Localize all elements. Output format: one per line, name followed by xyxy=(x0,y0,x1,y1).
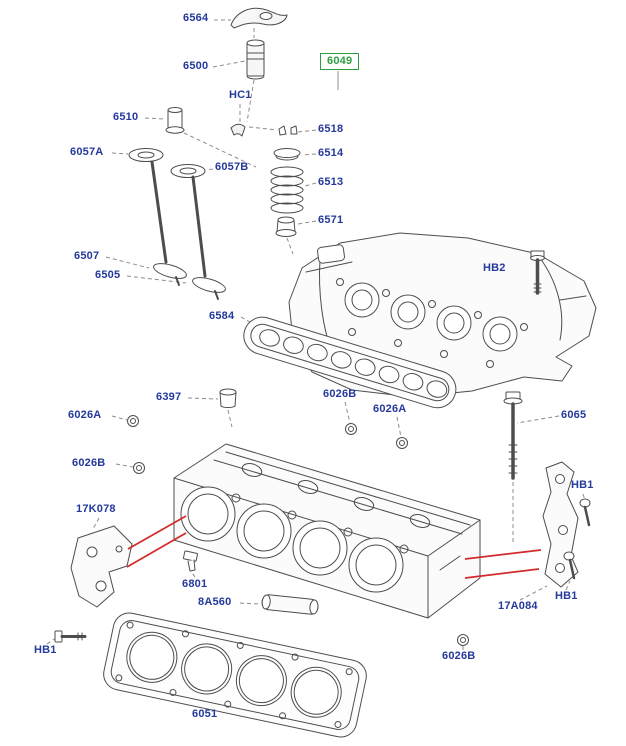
part-label-hb1-bottom-left[interactable]: HB1 xyxy=(34,644,57,656)
small-plug-6026a-center-drawing xyxy=(396,437,408,449)
tube-drawing xyxy=(261,594,319,615)
part-label-6500[interactable]: 6500 xyxy=(183,60,209,72)
part-label-17a084[interactable]: 17A084 xyxy=(498,600,538,612)
part-label-6057a[interactable]: 6057A xyxy=(70,146,104,158)
valve-2-drawing xyxy=(191,175,226,300)
spring-retainer-drawing xyxy=(273,148,301,161)
part-label-hb1-right-bottom[interactable]: HB1 xyxy=(555,590,578,602)
sensor-drawing xyxy=(182,550,198,572)
small-plug-6026b-left-drawing xyxy=(133,462,145,474)
part-label-hb2[interactable]: HB2 xyxy=(483,262,506,274)
part-label-17k078[interactable]: 17K078 xyxy=(76,503,116,515)
part-label-6026b-bottom[interactable]: 6026B xyxy=(442,650,476,662)
cylinder-head-block-drawing xyxy=(173,443,481,619)
part-label-6514[interactable]: 6514 xyxy=(318,147,344,159)
part-label-6397[interactable]: 6397 xyxy=(156,391,182,403)
part-label-6026a-left[interactable]: 6026A xyxy=(68,409,102,421)
bracket-17k078-drawing xyxy=(70,525,133,608)
bolt-hb1-bottom-left-drawing xyxy=(54,630,87,643)
spring-seat-a-drawing xyxy=(128,148,164,162)
valve-keepers-drawing xyxy=(278,125,298,136)
valve-spring-drawing xyxy=(270,166,304,214)
part-label-6518[interactable]: 6518 xyxy=(318,123,344,135)
seal-6510-drawing xyxy=(165,107,185,134)
small-plug-6026a-left-drawing xyxy=(127,415,139,427)
seal-6571-drawing xyxy=(275,216,297,237)
bolt-hb1-right-top-drawing xyxy=(579,498,591,527)
part-label-6507[interactable]: 6507 xyxy=(74,250,100,262)
part-label-6584[interactable]: 6584 xyxy=(209,310,235,322)
head-gasket-drawing xyxy=(103,612,367,738)
clip-drawing xyxy=(230,123,246,137)
small-plug-6026b-top-drawing xyxy=(345,423,357,435)
rocker-arm-drawing xyxy=(230,7,288,29)
spring-seat-b-drawing xyxy=(170,164,206,178)
part-label-6026b-top[interactable]: 6026B xyxy=(323,388,357,400)
part-label-6801[interactable]: 6801 xyxy=(182,578,208,590)
part-label-6026a-center[interactable]: 6026A xyxy=(373,403,407,415)
part-label-6057b[interactable]: 6057B xyxy=(215,161,249,173)
small-plug-6026b-bottom-drawing xyxy=(457,634,469,646)
part-label-hc1[interactable]: HC1 xyxy=(229,89,252,101)
tappet-drawing xyxy=(246,39,265,80)
part-label-6505[interactable]: 6505 xyxy=(95,269,121,281)
head-bolt-drawing xyxy=(503,391,523,480)
part-label-6571[interactable]: 6571 xyxy=(318,214,344,226)
part-label-8a560[interactable]: 8A560 xyxy=(198,596,232,608)
leader-lines xyxy=(46,19,586,709)
part-label-6049[interactable]: 6049 xyxy=(320,53,360,70)
part-label-6051[interactable]: 6051 xyxy=(192,708,218,720)
red-mounting-lines xyxy=(126,515,542,579)
part-label-6564[interactable]: 6564 xyxy=(183,12,209,24)
part-label-6065[interactable]: 6065 xyxy=(561,409,587,421)
part-label-hb1-right-top[interactable]: HB1 xyxy=(571,479,594,491)
part-label-6026b-left[interactable]: 6026B xyxy=(72,457,106,469)
bolt-hb2-drawing xyxy=(530,250,545,295)
part-label-6513[interactable]: 6513 xyxy=(318,176,344,188)
bolt-hb1-right-bottom-drawing xyxy=(563,551,576,580)
cup-plug-drawing xyxy=(219,388,237,409)
part-label-6510[interactable]: 6510 xyxy=(113,111,139,123)
valve-1-drawing xyxy=(150,160,187,286)
manifold-gasket-drawing xyxy=(243,316,457,409)
parts-drawing xyxy=(54,7,597,738)
construction-lines xyxy=(183,28,538,542)
